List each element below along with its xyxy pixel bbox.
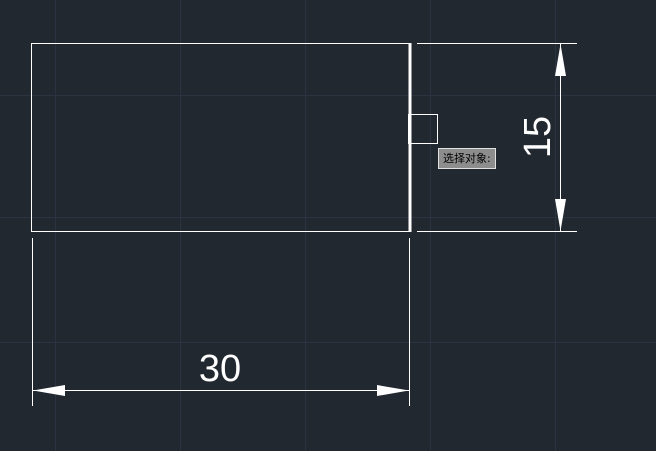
- dimension-text-width: 30: [199, 348, 241, 390]
- arrowhead-top: [555, 44, 566, 76]
- select-objects-tooltip: 选择对象:: [438, 148, 496, 169]
- arrowhead-right: [377, 385, 409, 396]
- square-cursor-icon: [408, 114, 438, 144]
- arrowhead-bottom: [555, 199, 566, 231]
- rectangle-object[interactable]: [31, 43, 412, 232]
- rectangle-outline[interactable]: [31, 43, 410, 232]
- arrowhead-left: [33, 385, 65, 396]
- dimension-text-height: 15: [517, 116, 559, 158]
- horizontal-dimension[interactable]: 30: [32, 238, 410, 406]
- vertical-dimension[interactable]: 15: [417, 43, 577, 232]
